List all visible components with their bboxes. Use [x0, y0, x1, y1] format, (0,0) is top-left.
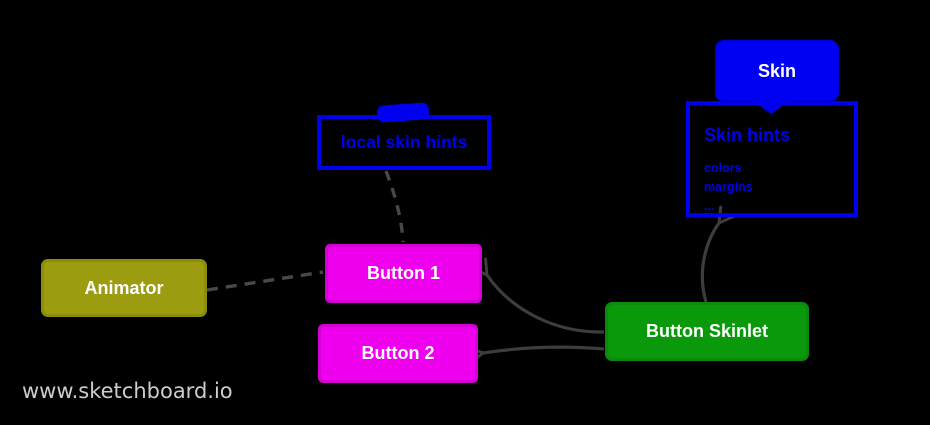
button-1-label: Button 1	[367, 263, 440, 283]
node-skin-hints[interactable]: Skin hints colors margins ...	[686, 101, 858, 217]
edge-animator-button1[interactable]	[206, 270, 324, 292]
node-animator[interactable]: Animator	[41, 259, 207, 317]
node-button-1[interactable]: Button 1	[325, 244, 482, 303]
skin-connector-tail	[749, 98, 793, 114]
button-2-label: Button 2	[361, 343, 435, 363]
edge-localhints-button1[interactable]	[384, 170, 405, 243]
skin-hints-item: colors	[704, 161, 742, 175]
skin-hints-item: margins	[704, 180, 753, 194]
animator-label: Animator	[84, 277, 164, 298]
skin-hints-item: ...	[704, 199, 715, 213]
edge-skinlet-button1[interactable]	[487, 275, 605, 334]
node-skin[interactable]: Skin	[715, 40, 839, 102]
scribble-highlight[interactable]	[376, 102, 430, 123]
skin-hints-title: Skin hints	[704, 125, 791, 145]
sketchboard-watermark: www.sketchboard.io	[22, 379, 233, 403]
local-skin-hints-label: local skin hints	[340, 132, 468, 152]
node-button-2[interactable]: Button 2	[318, 324, 478, 383]
edge-skinlet-skinhints[interactable]	[700, 223, 719, 303]
button-skinlet-label: Button Skinlet	[646, 321, 768, 341]
edge-skinlet-button2[interactable]	[483, 345, 605, 353]
skin-label: Skin	[757, 60, 796, 81]
node-button-skinlet[interactable]: Button Skinlet	[605, 302, 809, 361]
node-local-skin-hints[interactable]: local skin hints	[317, 115, 491, 170]
